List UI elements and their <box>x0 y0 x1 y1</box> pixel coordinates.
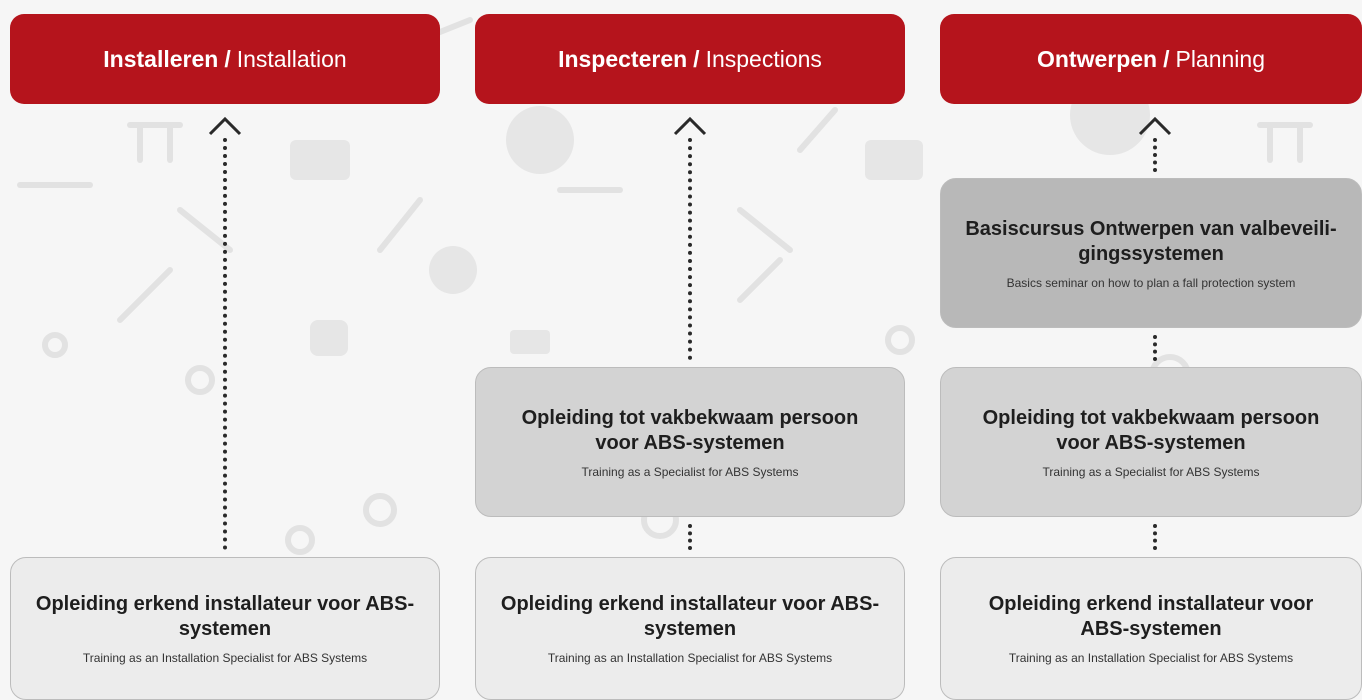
header-separator: / <box>693 45 700 72</box>
header-separator: / <box>224 45 231 72</box>
course-box-planning-basics[interactable]: Basiscursus Ontwerpen van valbeveili-gin… <box>940 178 1362 328</box>
course-box-installer[interactable]: Opleiding erkend installateur voor ABS-s… <box>475 557 905 700</box>
connector-line <box>1153 335 1157 361</box>
course-subtitle: Basics seminar on how to plan a fall pro… <box>1006 275 1296 290</box>
chevron-up-icon <box>673 116 707 136</box>
course-subtitle: Training as a Specialist for ABS Systems <box>581 464 799 479</box>
connector-line <box>1153 524 1157 550</box>
column-header-inspections[interactable]: Inspecteren / Inspections <box>475 14 905 104</box>
column-header-planning[interactable]: Ontwerpen / Planning <box>940 14 1362 104</box>
course-title: Basiscursus Ontwerpen van valbeveili-gin… <box>965 217 1337 265</box>
course-title: Opleiding erkend installateur voor ABS-s… <box>988 593 1314 640</box>
header-title-nl: Inspecteren <box>558 45 688 72</box>
course-box-specialist[interactable]: Opleiding tot vakbekwaam persoon voor AB… <box>940 367 1362 517</box>
header-title-nl: Installeren <box>103 45 219 72</box>
header-separator: / <box>1163 45 1170 72</box>
course-title: Opleiding tot vakbekwaam persoon voor AB… <box>521 406 859 454</box>
course-title: Opleiding erkend installateur voor ABS-s… <box>500 593 880 640</box>
course-box-specialist[interactable]: Opleiding tot vakbekwaam persoon voor AB… <box>475 367 905 517</box>
connector-line <box>688 138 692 360</box>
header-title-en: Inspections <box>705 45 822 72</box>
connector-line <box>688 524 692 550</box>
course-subtitle: Training as an Installation Specialist f… <box>82 651 368 665</box>
connector-line <box>223 138 227 550</box>
course-subtitle: Training as a Specialist for ABS Systems <box>1042 464 1260 479</box>
course-title: Opleiding erkend installateur voor ABS-s… <box>35 593 415 640</box>
course-subtitle: Training as an Installation Specialist f… <box>1008 651 1294 665</box>
chevron-up-icon <box>208 116 242 136</box>
course-title: Opleiding tot vakbekwaam persoon voor AB… <box>982 406 1320 454</box>
course-box-installer[interactable]: Opleiding erkend installateur voor ABS-s… <box>940 557 1362 700</box>
course-subtitle: Training as an Installation Specialist f… <box>547 651 833 665</box>
connector-line <box>1153 138 1157 172</box>
course-box-installer[interactable]: Opleiding erkend installateur voor ABS-s… <box>10 557 440 700</box>
header-title-nl: Ontwerpen <box>1036 45 1158 72</box>
header-title-en: Installation <box>236 45 347 72</box>
chevron-up-icon <box>1138 116 1172 136</box>
column-header-installation[interactable]: Installeren / Installation <box>10 14 440 104</box>
header-title-en: Planning <box>1175 45 1266 72</box>
